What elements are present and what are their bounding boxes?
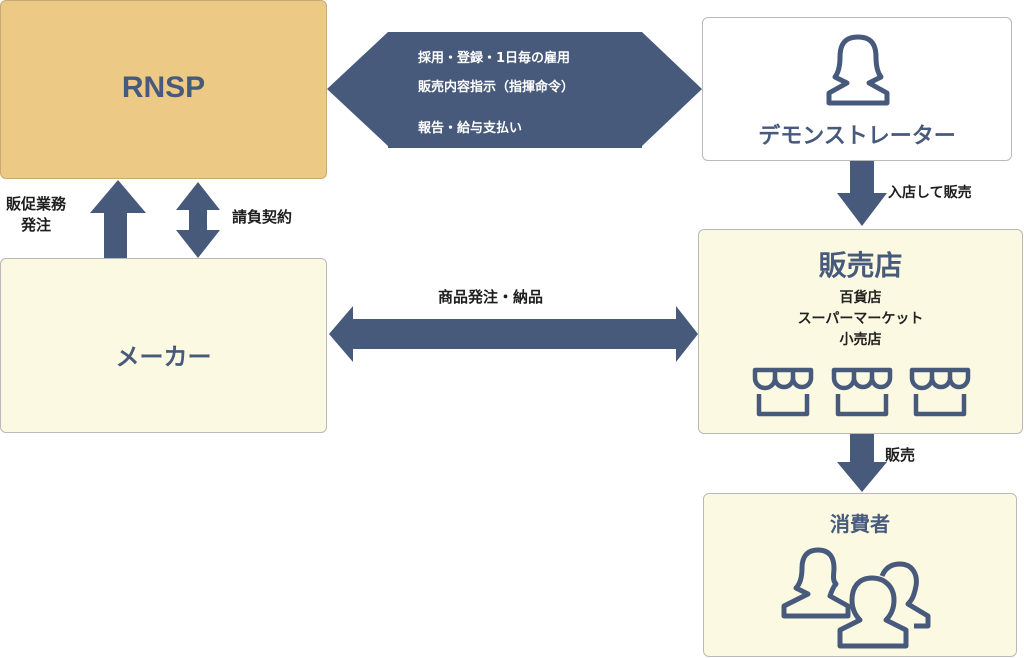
maker-rnsp-contract-label: 請負契約 — [232, 208, 293, 226]
rnsp-demonstrator-label: 販売内容指示（指揮命令） — [418, 80, 575, 95]
consumer-label: 消費者 — [830, 512, 890, 536]
maker-node: メーカー — [0, 258, 327, 433]
maker-rnsp-contract-arrow — [176, 182, 220, 258]
rnsp-demonstrator-label: 報告・給与支払い — [418, 121, 523, 136]
demonstrator-store-arrow — [837, 161, 887, 226]
demonstrator-label: デモンストレーター — [758, 124, 956, 149]
store-type: スーパーマーケット — [797, 311, 924, 327]
person-female-icon — [826, 34, 890, 106]
storefront-icon — [752, 367, 814, 417]
store-consumer-label: 販売 — [885, 446, 916, 464]
store-type: 百貨店 — [839, 290, 882, 306]
maker-rnsp-order-label: 販促業務 発注 — [6, 194, 66, 236]
store-type: 小売店 — [839, 332, 882, 348]
rnsp-node: RNSP — [0, 0, 327, 179]
rnsp-demonstrator-label: 採用・登録・1日毎の雇用 — [418, 51, 571, 66]
consumer-node: 消費者 — [703, 493, 1017, 657]
store-consumer-arrow — [837, 434, 887, 492]
maker-store-label: 商品発注・納品 — [438, 288, 544, 306]
storefront-icon — [831, 367, 893, 417]
order-line: 発注 — [21, 216, 52, 234]
people-group-icon — [781, 547, 931, 649]
rnsp-label: RNSP — [121, 71, 206, 104]
maker-store-arrow — [329, 306, 698, 362]
store-label: 販売店 — [818, 249, 903, 282]
order-line: 販促業務 — [6, 195, 67, 213]
demonstrator-node: デモンストレーター — [702, 17, 1012, 161]
store-node: 販売店 百貨店 スーパーマーケット 小売店 — [698, 229, 1023, 434]
demonstrator-store-label: 入店して販売 — [888, 185, 972, 201]
store-types: 百貨店 スーパーマーケット 小売店 — [699, 288, 1022, 351]
maker-rnsp-order-arrow — [90, 180, 146, 258]
storefront-icon — [909, 367, 971, 417]
maker-label: メーカー — [115, 343, 212, 371]
